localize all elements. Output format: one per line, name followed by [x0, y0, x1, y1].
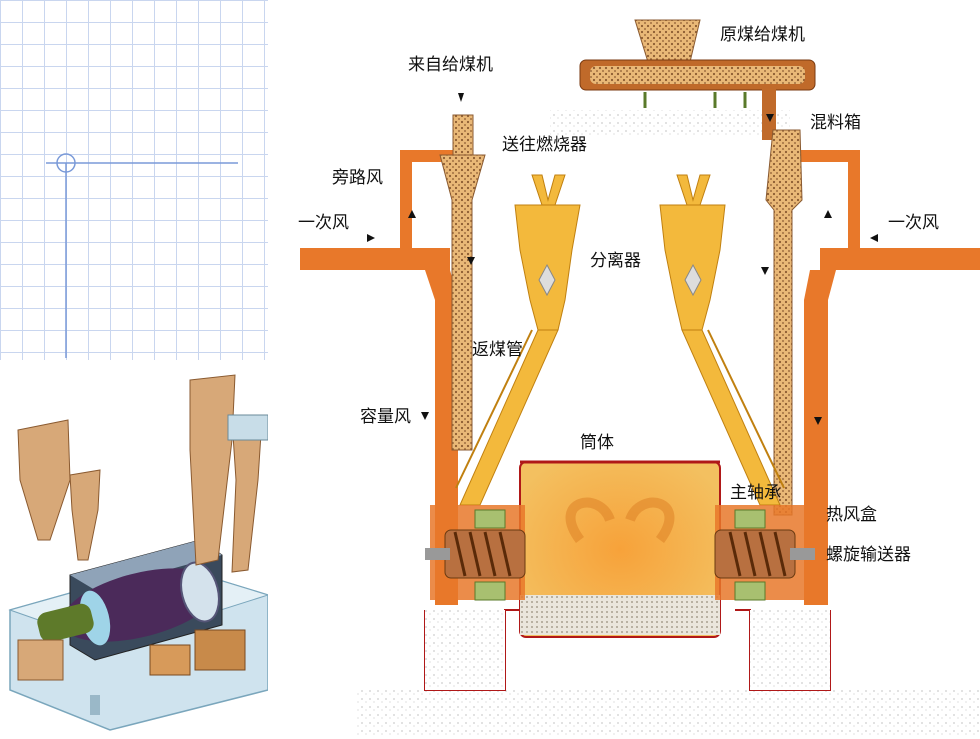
- coal-hopper: [634, 19, 701, 63]
- label-primary-air-right: 一次风: [888, 213, 939, 233]
- bearing-right: [734, 509, 766, 529]
- label-primary-air-left: 一次风: [298, 213, 349, 233]
- label-return-pipe: 返煤管: [472, 340, 523, 360]
- mill-3d-illustration: [0, 360, 270, 735]
- label-bypass-air: 旁路风: [332, 168, 383, 188]
- label-to-burner: 送往燃烧器: [502, 135, 587, 155]
- bearing-left: [474, 509, 506, 529]
- label-raw-coal-feeder: 原煤给煤机: [720, 25, 805, 45]
- label-from-feeder: 来自给煤机: [408, 55, 493, 75]
- label-cylinder: 筒体: [580, 433, 614, 453]
- label-hot-air-box: 热风盒: [826, 505, 877, 525]
- label-capacity-air: 容量风: [360, 407, 411, 427]
- grid-canvas: [0, 0, 268, 360]
- ball-mill-schematic: 原煤给煤机 来自给煤机 混料箱 送往燃烧器 旁路风 一次风 一次风 分离器 返煤…: [280, 0, 980, 735]
- label-main-bearing: 主轴承: [730, 483, 781, 503]
- label-screw-conveyor: 螺旋输送器: [826, 545, 911, 565]
- label-mixing-box: 混料箱: [810, 113, 861, 133]
- label-separator: 分离器: [590, 251, 641, 271]
- crosshair-icon: [46, 153, 238, 358]
